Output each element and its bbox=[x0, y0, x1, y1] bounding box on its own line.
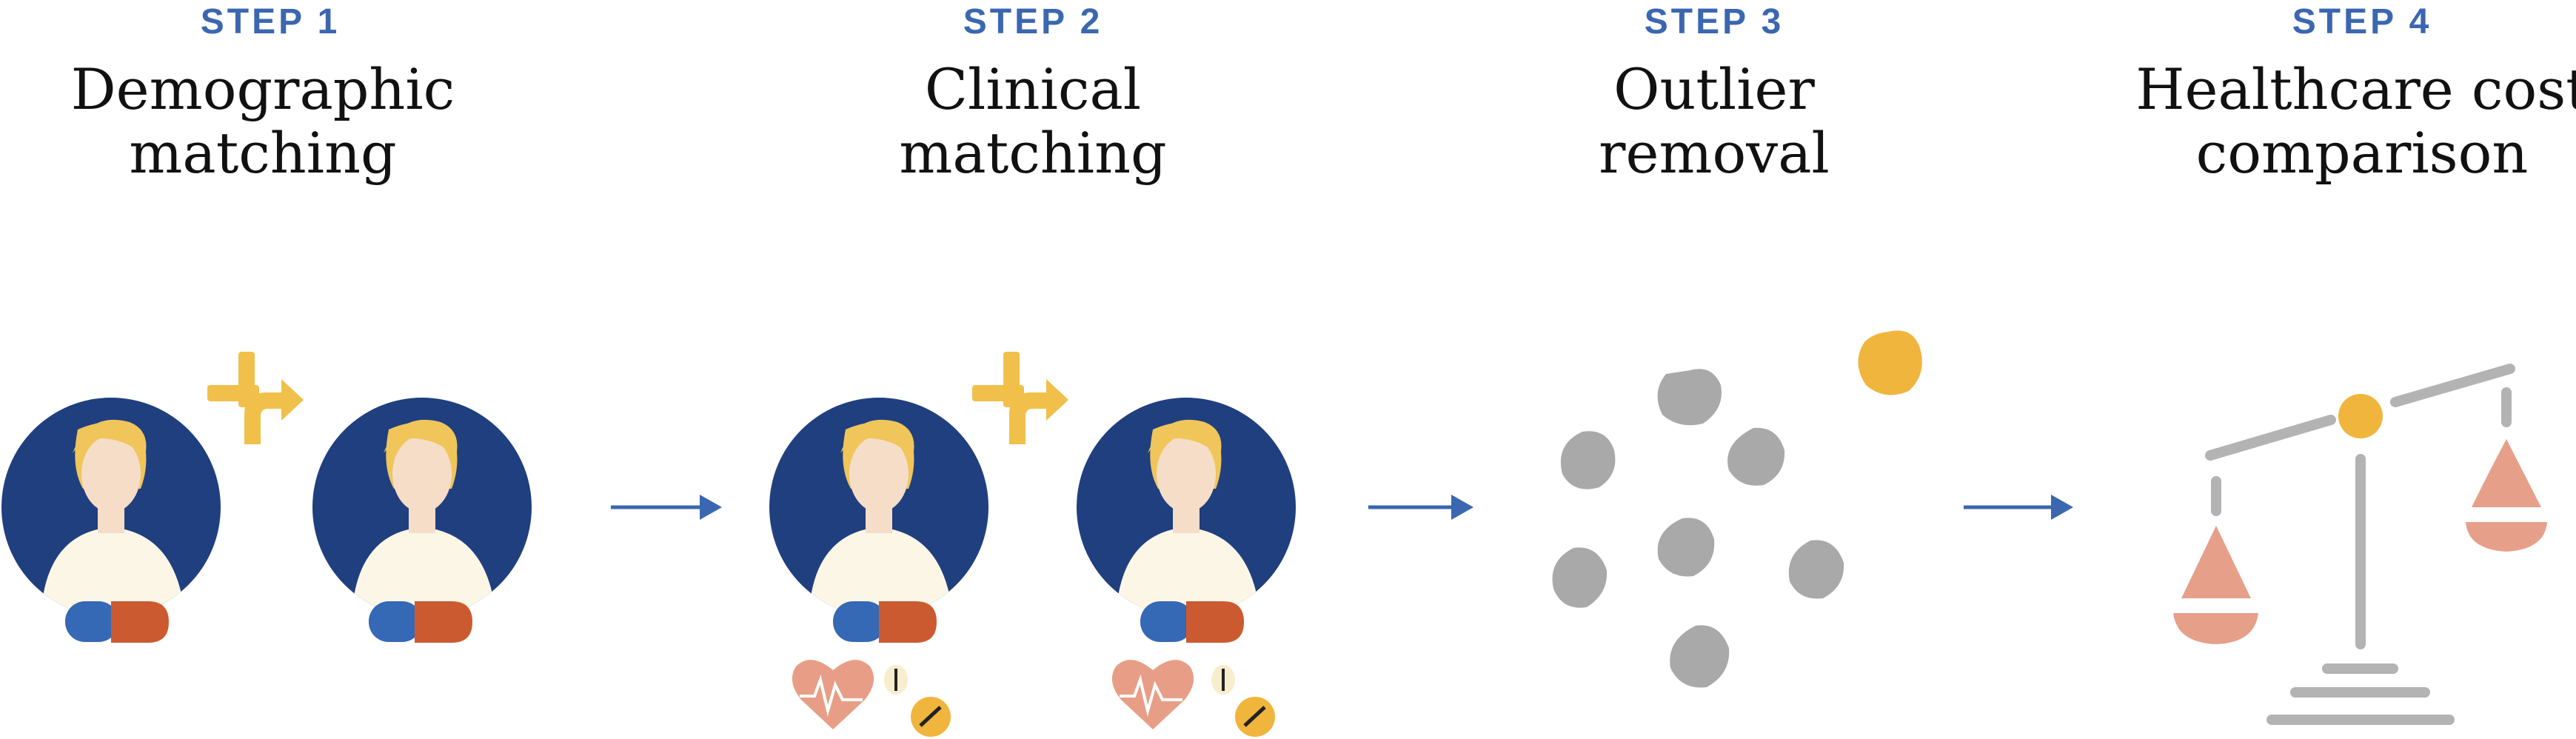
merge-arrow-icon bbox=[207, 352, 304, 444]
step-2-patient-right bbox=[1077, 398, 1296, 643]
step-4-title-line2: comparison bbox=[2195, 120, 2529, 186]
outlier-point-icon bbox=[1858, 330, 1922, 395]
step-3-title-line1: Outlier bbox=[1613, 56, 1815, 122]
data-point-cluster bbox=[1552, 369, 1844, 688]
heart-rate-icon bbox=[1111, 660, 1194, 729]
step-1-label: STEP 1 bbox=[200, 2, 341, 41]
step-2-patient-left bbox=[769, 398, 988, 643]
step-1-patient-right bbox=[312, 398, 532, 643]
data-point-icon bbox=[1552, 547, 1608, 608]
medication-pill-icon bbox=[833, 601, 886, 642]
data-point-icon bbox=[1657, 518, 1715, 577]
step-3-title: Outlier removal bbox=[1418, 58, 2010, 185]
step-2-label: STEP 2 bbox=[963, 2, 1103, 41]
heart-rate-icon bbox=[792, 660, 874, 729]
arrow-right-icon bbox=[1964, 495, 2073, 520]
data-point-icon bbox=[1727, 427, 1785, 486]
data-point-icon bbox=[1788, 540, 1844, 599]
arrow-right-icon bbox=[1368, 495, 1473, 520]
step-1-title-line2: matching bbox=[129, 120, 397, 186]
medication-pill-icon bbox=[65, 601, 118, 642]
step-1-title: Demographic matching bbox=[0, 58, 559, 185]
step-4-title-line1: Healthcare cost bbox=[2135, 56, 2576, 122]
step-2-title-line1: Clinical bbox=[924, 56, 1142, 122]
medication-pill-icon bbox=[369, 601, 422, 642]
data-point-icon bbox=[1657, 369, 1722, 426]
medication-pill-icon bbox=[1211, 665, 1275, 737]
step-3-title-line2: removal bbox=[1599, 120, 1830, 186]
medication-pill-icon bbox=[1140, 601, 1194, 642]
step-1-patient-left bbox=[1, 398, 221, 643]
step-1-title-line1: Demographic bbox=[70, 56, 455, 122]
balance-scale-icon bbox=[2173, 364, 2547, 725]
merge-arrow-icon bbox=[972, 352, 1068, 444]
step-4-title: Healthcare cost comparison bbox=[2066, 58, 2576, 185]
arrow-right-icon bbox=[611, 495, 722, 520]
step-2-title-line2: matching bbox=[899, 120, 1167, 186]
data-point-icon bbox=[1560, 431, 1616, 489]
data-point-icon bbox=[1670, 625, 1730, 688]
step-4-label: STEP 4 bbox=[2292, 2, 2432, 41]
step-3-label: STEP 3 bbox=[1644, 2, 1784, 41]
step-2-title: Clinical matching bbox=[737, 58, 1329, 185]
medication-pill-icon bbox=[884, 665, 951, 737]
